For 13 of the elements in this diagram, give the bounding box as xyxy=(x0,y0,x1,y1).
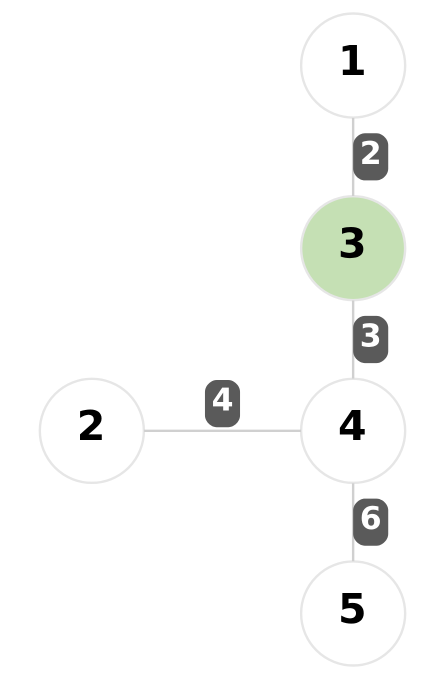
connector xyxy=(351,300,354,379)
edge-label: 6 xyxy=(359,501,382,538)
node-circle: 5 xyxy=(299,560,406,667)
edge-label: 2 xyxy=(359,136,382,172)
node-circle: 2 xyxy=(38,378,145,484)
connector xyxy=(351,483,354,562)
node-circle: 4 xyxy=(299,378,406,484)
connector xyxy=(351,118,354,196)
node-circle: 1 xyxy=(299,12,406,119)
edge-label: 4 xyxy=(211,382,233,419)
connector xyxy=(144,430,300,432)
edge-label: 3 xyxy=(359,318,382,355)
node-circle: 3 xyxy=(299,194,406,302)
